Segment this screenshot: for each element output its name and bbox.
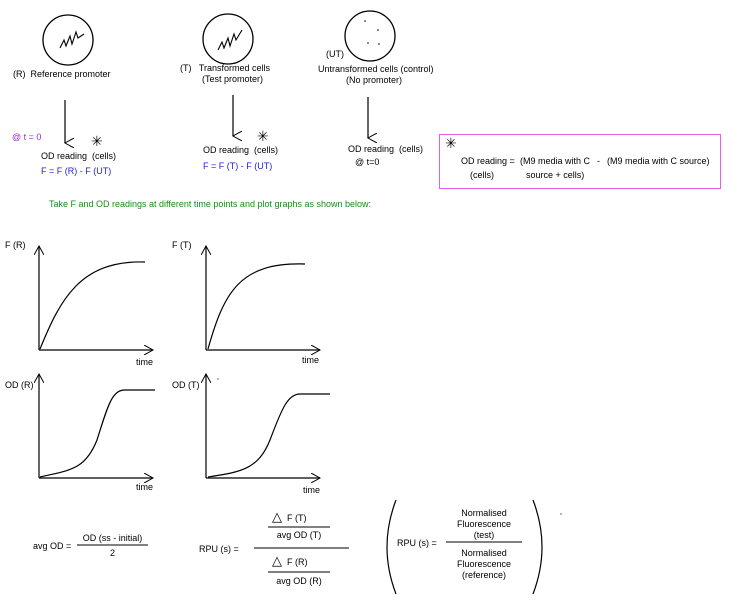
norm-top-line1: Normalised: [461, 508, 507, 518]
od-reading-transformed: OD reading (cells): [203, 145, 279, 155]
od-definition-box: [439, 134, 721, 189]
definition-term1-line1: (M9 media with C: [520, 156, 591, 166]
graph-f-r-xlabel: time: [136, 357, 154, 367]
curve-od-r: [39, 389, 155, 478]
transformed-line2: (Test promoter): [202, 74, 264, 84]
at-t0-label: @ t = 0: [12, 132, 42, 142]
untransformed-tag: (UT): [326, 49, 344, 59]
definition-cells: (cells): [470, 170, 494, 180]
untransformed-line1: Untransformed cells (control): [318, 64, 434, 74]
right-parenthesis: [532, 499, 543, 595]
delta-icon: △: [272, 509, 282, 524]
avg-od-denominator: 2: [109, 548, 115, 558]
avg-od-numerator: OD (ss - initial): [82, 533, 143, 543]
asterisk-reference: ✳: [91, 133, 103, 149]
transformed-cell-label: (T) Transformed cells: [180, 63, 270, 74]
graph-f-r-axes: [39, 246, 153, 350]
norm-bottom-line3: (reference): [461, 570, 506, 580]
at-t0-untransformed: @ t=0: [355, 157, 380, 167]
left-parenthesis: [386, 499, 397, 595]
graph-f-t-xlabel: time: [302, 355, 320, 365]
transformed-line1: Transformed cells: [198, 63, 271, 73]
untransformed-cell: [344, 10, 396, 62]
graph-od-r-axes: [39, 374, 153, 478]
untransformed-line2: (No promoter): [346, 75, 403, 85]
reference-label: Reference promoter: [30, 69, 111, 79]
asterisk-definition: ✳: [445, 135, 457, 151]
definition-term1-line2: source + cells): [526, 170, 585, 180]
transformed-plasmid-icon: [217, 29, 243, 51]
asterisk-transformed: ✳: [257, 128, 269, 144]
curve-f-t: [207, 263, 306, 350]
graph-f-t-axes: [206, 246, 320, 350]
instruction-text: Take F and OD readings at different time…: [49, 199, 372, 209]
definition-minus: -: [597, 156, 600, 166]
od-reading-untransformed: OD reading (cells): [348, 144, 424, 154]
graph-od-r-ylabel: OD (R): [5, 380, 34, 390]
transformed-tag: (T): [180, 63, 192, 73]
graph-od-t-xlabel: time: [303, 485, 321, 495]
avg-od-lhs: avg OD =: [33, 541, 72, 551]
f-test-formula: F = F (T) - F (UT): [203, 161, 273, 171]
graph-od-t-axes: [206, 374, 320, 478]
reference-cell: [42, 14, 94, 66]
graph-od-t-ylabel: OD (T): [172, 380, 200, 390]
transformed-cell: [202, 13, 254, 65]
rpu-lhs: RPU (s) =: [199, 544, 239, 554]
od-reading-reference: OD reading (cells): [41, 151, 117, 161]
rpu-top-numerator: △ F (T): [272, 509, 307, 524]
f-reference-formula: F = F (R) - F (UT): [41, 166, 112, 176]
rpu-top-denominator: avg OD (T): [276, 530, 322, 540]
norm-top-line2: Fluorescence: [456, 519, 512, 529]
rpu2-lhs: RPU (s) =: [397, 538, 437, 548]
definition-od-reading: OD reading =: [461, 156, 515, 166]
graph-od-r-xlabel: time: [136, 482, 154, 492]
reference-plasmid-icon: [59, 30, 85, 49]
curve-od-t: [207, 393, 330, 478]
graph-f-t-ylabel: F (T): [172, 240, 192, 250]
rpu-bottom-denominator: avg OD (R): [276, 576, 322, 586]
norm-bottom-line2: Fluorescence: [456, 559, 512, 569]
graph-f-r-ylabel: F (R): [5, 240, 26, 250]
norm-bottom-line1: Normalised: [461, 548, 507, 558]
reference-tag: (R): [13, 69, 26, 79]
rpu-bottom-numerator: △ F (R): [272, 553, 308, 568]
delta-icon: △: [272, 553, 282, 568]
norm-top-line3: (test): [473, 530, 495, 540]
definition-term2: (M9 media with C source): [607, 156, 710, 166]
reference-cell-label: (R) Reference promoter: [13, 69, 111, 80]
curve-f-r: [39, 261, 146, 350]
